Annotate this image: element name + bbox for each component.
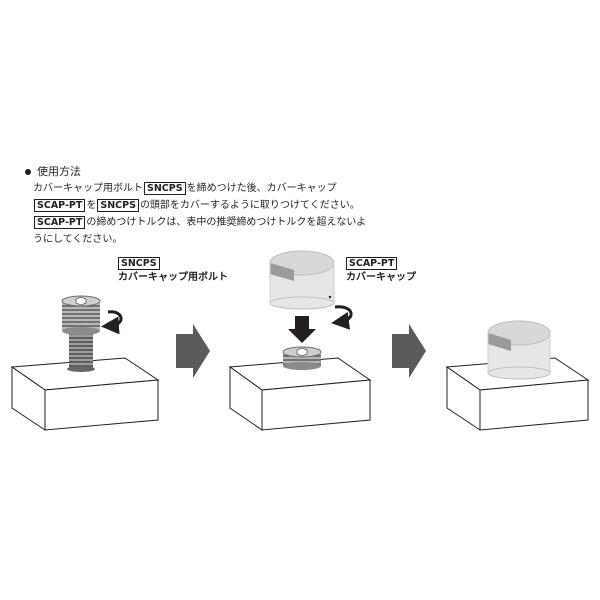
step2-cap [269,250,335,310]
cap-callout-name: カバーキャップ [346,272,416,283]
assembly-diagram [10,250,590,431]
line2-mid: を [86,200,97,211]
instructions-heading: 使用方法 [23,163,583,180]
bolt-callout-name: カバーキャップ用ボルト [118,272,228,283]
step2-bolt-head [282,346,322,370]
step1-bolt [61,295,101,372]
step2-block [228,357,372,431]
line3-post: の締めつけトルクは、表中の推奨締めつけトルクを超えないよ [86,217,367,228]
bolt-callout: SNCPS カバーキャップ用ボルト [118,257,228,284]
part-tag-scap-pt: SCAP-PT [34,199,86,212]
cap-callout: SCAP-PT カバーキャップ [346,257,416,284]
line4-text: うにしてください。 [33,234,123,245]
rotation-arrow-icon [331,305,353,330]
line1-pre: カバーキャップ用ボルト [33,183,143,194]
step3-cap [487,320,551,380]
rotation-arrow-icon [101,310,123,335]
part-tag-scap-pt: SCAP-PT [34,216,86,229]
bullet-icon [25,168,31,175]
step-arrow-icon [176,324,210,378]
step1-block [10,357,160,431]
bolt-callout-code: SNCPS [118,257,160,270]
heading-text: 使用方法 [37,165,81,178]
cap-callout-code: SCAP-PT [346,257,398,270]
line2-post: の頭部をカバーするように取りつけてください。 [139,200,360,211]
part-tag-sncps: SNCPS [144,182,186,195]
instruction-line-4: うにしてください。 [23,231,583,248]
line1-post: を締めつけた後、カバーキャップ [186,183,337,194]
part-tag-sncps: SNCPS [97,199,139,212]
step-arrow-icon [392,324,426,378]
down-arrow-icon [288,316,316,343]
